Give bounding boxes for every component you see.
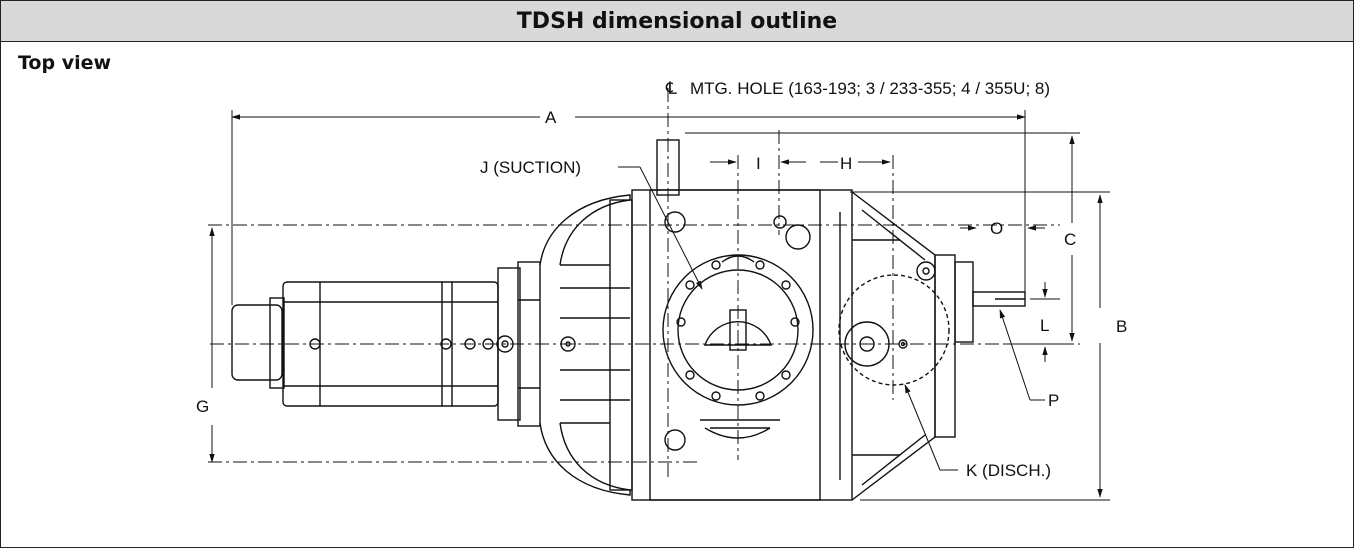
dim-a-label: A [545,108,557,127]
leader-lines [618,166,1045,471]
suction-label: J (SUCTION) [480,158,581,177]
adapter-housing [539,194,633,496]
dim-l-label: L [1040,316,1049,335]
dimension-lines [209,114,1103,498]
dim-c-label: C [1064,230,1076,249]
dim-p-label: P [1048,391,1059,410]
discharge-hidden-circle [838,274,950,386]
centerlines [208,88,1080,480]
dim-b-label: B [1116,317,1127,336]
dim-h-label: H [840,154,852,173]
view-label: Top view [18,52,112,74]
page-title: TDSH dimensional outline [516,8,838,34]
pump-casing [631,139,853,501]
discharge-label: K (DISCH.) [966,461,1051,480]
dim-i-label: I [756,154,761,173]
extension-lines [231,110,1110,501]
gear-housing [839,191,1026,501]
dim-g-label: G [196,397,209,416]
dim-o-label: O [990,219,1003,238]
title-bar: TDSH dimensional outline [1,1,1353,42]
mtg-hole-label: MTG. HOLE (163-193; 3 / 233-355; 4 / 355… [690,79,1050,98]
centerline-symbol: ℄ [665,79,677,98]
